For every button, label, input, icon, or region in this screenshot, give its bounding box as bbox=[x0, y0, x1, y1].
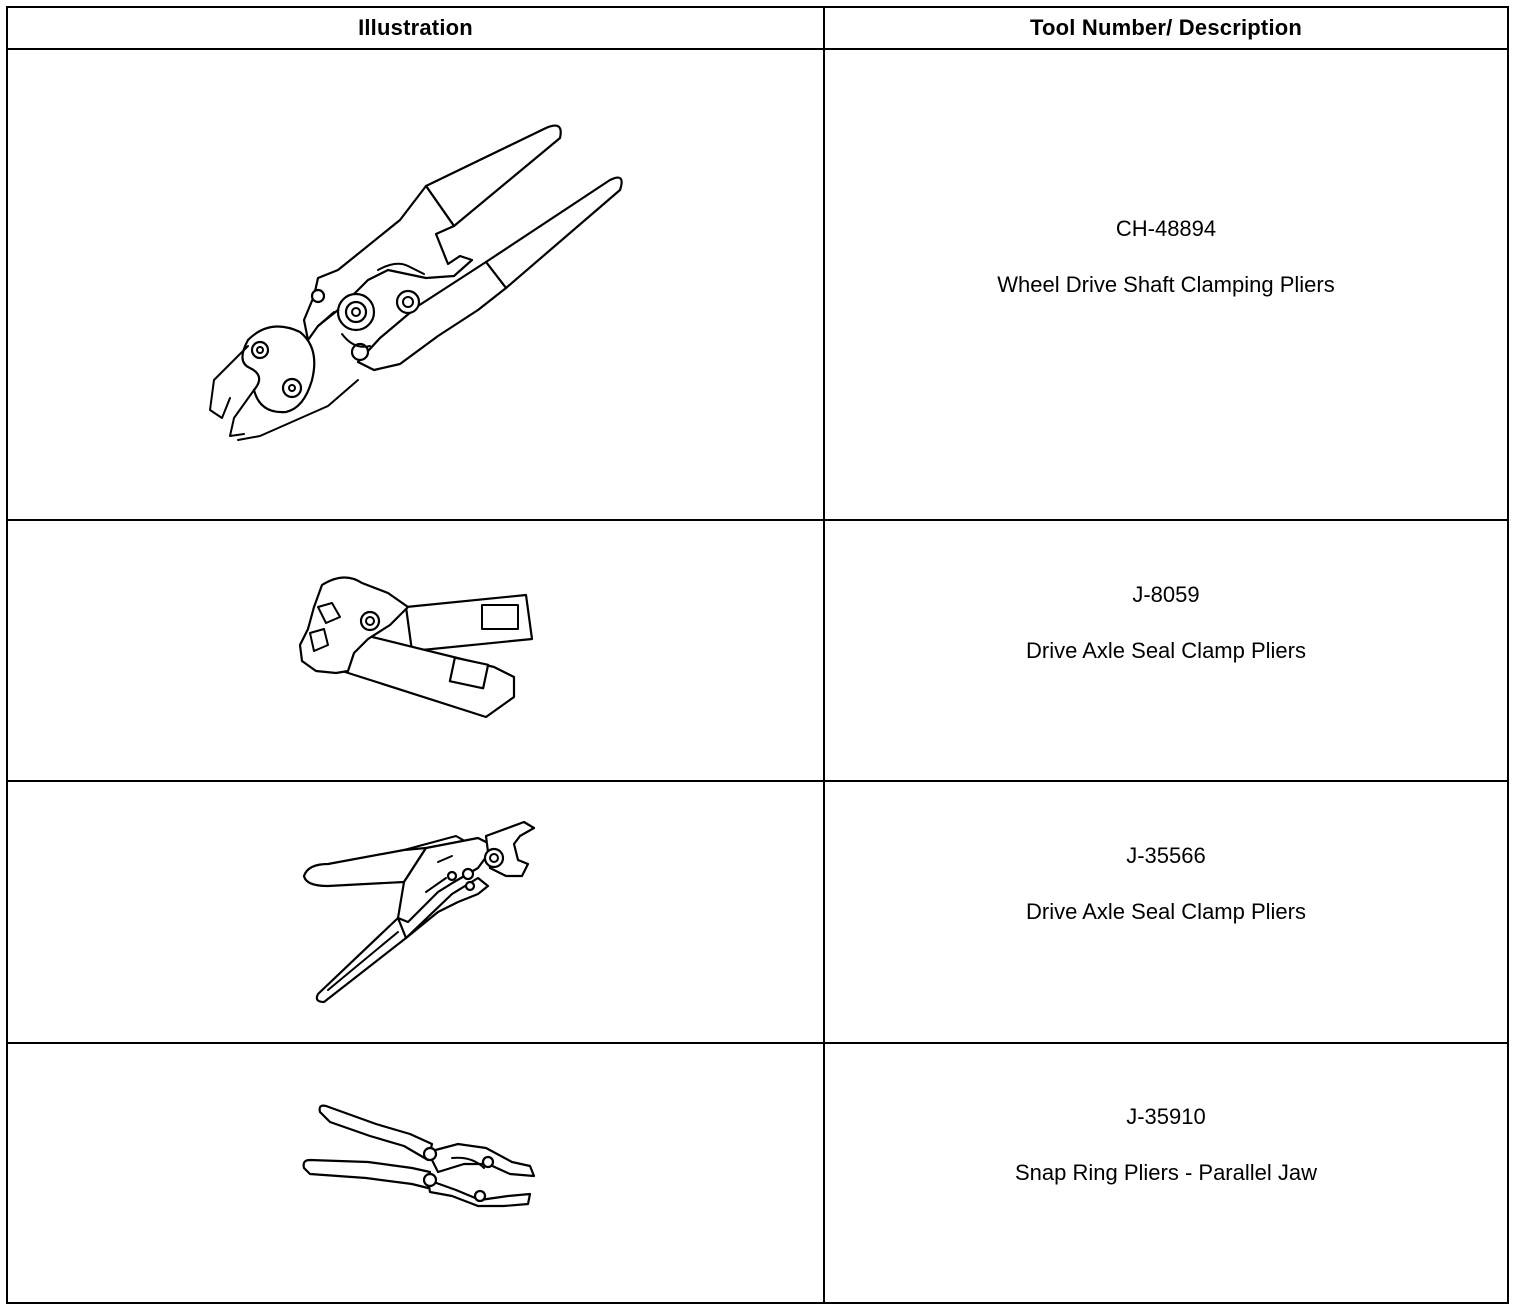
tool-description: Drive Axle Seal Clamp Pliers bbox=[1026, 899, 1306, 924]
table-header-row: Illustration Tool Number/ Description bbox=[6, 6, 1509, 50]
tool-number: J-35566 bbox=[1126, 843, 1206, 868]
table-row: J-35910 Snap Ring Pliers - Parallel Jaw bbox=[6, 1042, 1509, 1304]
tool-description: Snap Ring Pliers - Parallel Jaw bbox=[1014, 1160, 1318, 1185]
tool-description-cell: J-35910 Snap Ring Pliers - Parallel Jaw bbox=[823, 1042, 1509, 1304]
tool-description: Drive Axle Seal Clamp Pliers bbox=[1026, 637, 1306, 663]
tool-number: CH-48894 bbox=[1115, 215, 1217, 241]
tool-description-cell: J-8059 Drive Axle Seal Clamp Pliers bbox=[823, 519, 1509, 782]
snap-ring-pliers-icon bbox=[302, 1104, 536, 1208]
table-row: J-8059 Drive Axle Seal Clamp Pliers bbox=[6, 519, 1509, 782]
seal-clamp-pliers-long-icon bbox=[302, 820, 536, 1004]
tool-table: Illustration Tool Number/ Description bbox=[6, 6, 1509, 1304]
tool-number: J-8059 bbox=[1132, 581, 1200, 607]
tool-description: Wheel Drive Shaft Clamping Pliers bbox=[997, 271, 1335, 297]
illustration-cell bbox=[6, 519, 825, 782]
illustration-cell bbox=[6, 1042, 825, 1304]
header-tool-number-description: Tool Number/ Description bbox=[823, 6, 1509, 50]
header-illustration: Illustration bbox=[6, 6, 825, 50]
illustration-cell bbox=[6, 780, 825, 1044]
illustration-cell bbox=[6, 48, 825, 521]
tool-description-cell: CH-48894 Wheel Drive Shaft Clamping Plie… bbox=[823, 48, 1509, 521]
seal-clamp-pliers-icon bbox=[298, 576, 534, 719]
table-row: J-35566 Drive Axle Seal Clamp Pliers bbox=[6, 780, 1509, 1044]
tool-description-cell: J-35566 Drive Axle Seal Clamp Pliers bbox=[823, 780, 1509, 1044]
clamping-pliers-icon bbox=[209, 124, 623, 441]
tool-number: J-35910 bbox=[1126, 1104, 1206, 1129]
table-row: CH-48894 Wheel Drive Shaft Clamping Plie… bbox=[6, 48, 1509, 521]
